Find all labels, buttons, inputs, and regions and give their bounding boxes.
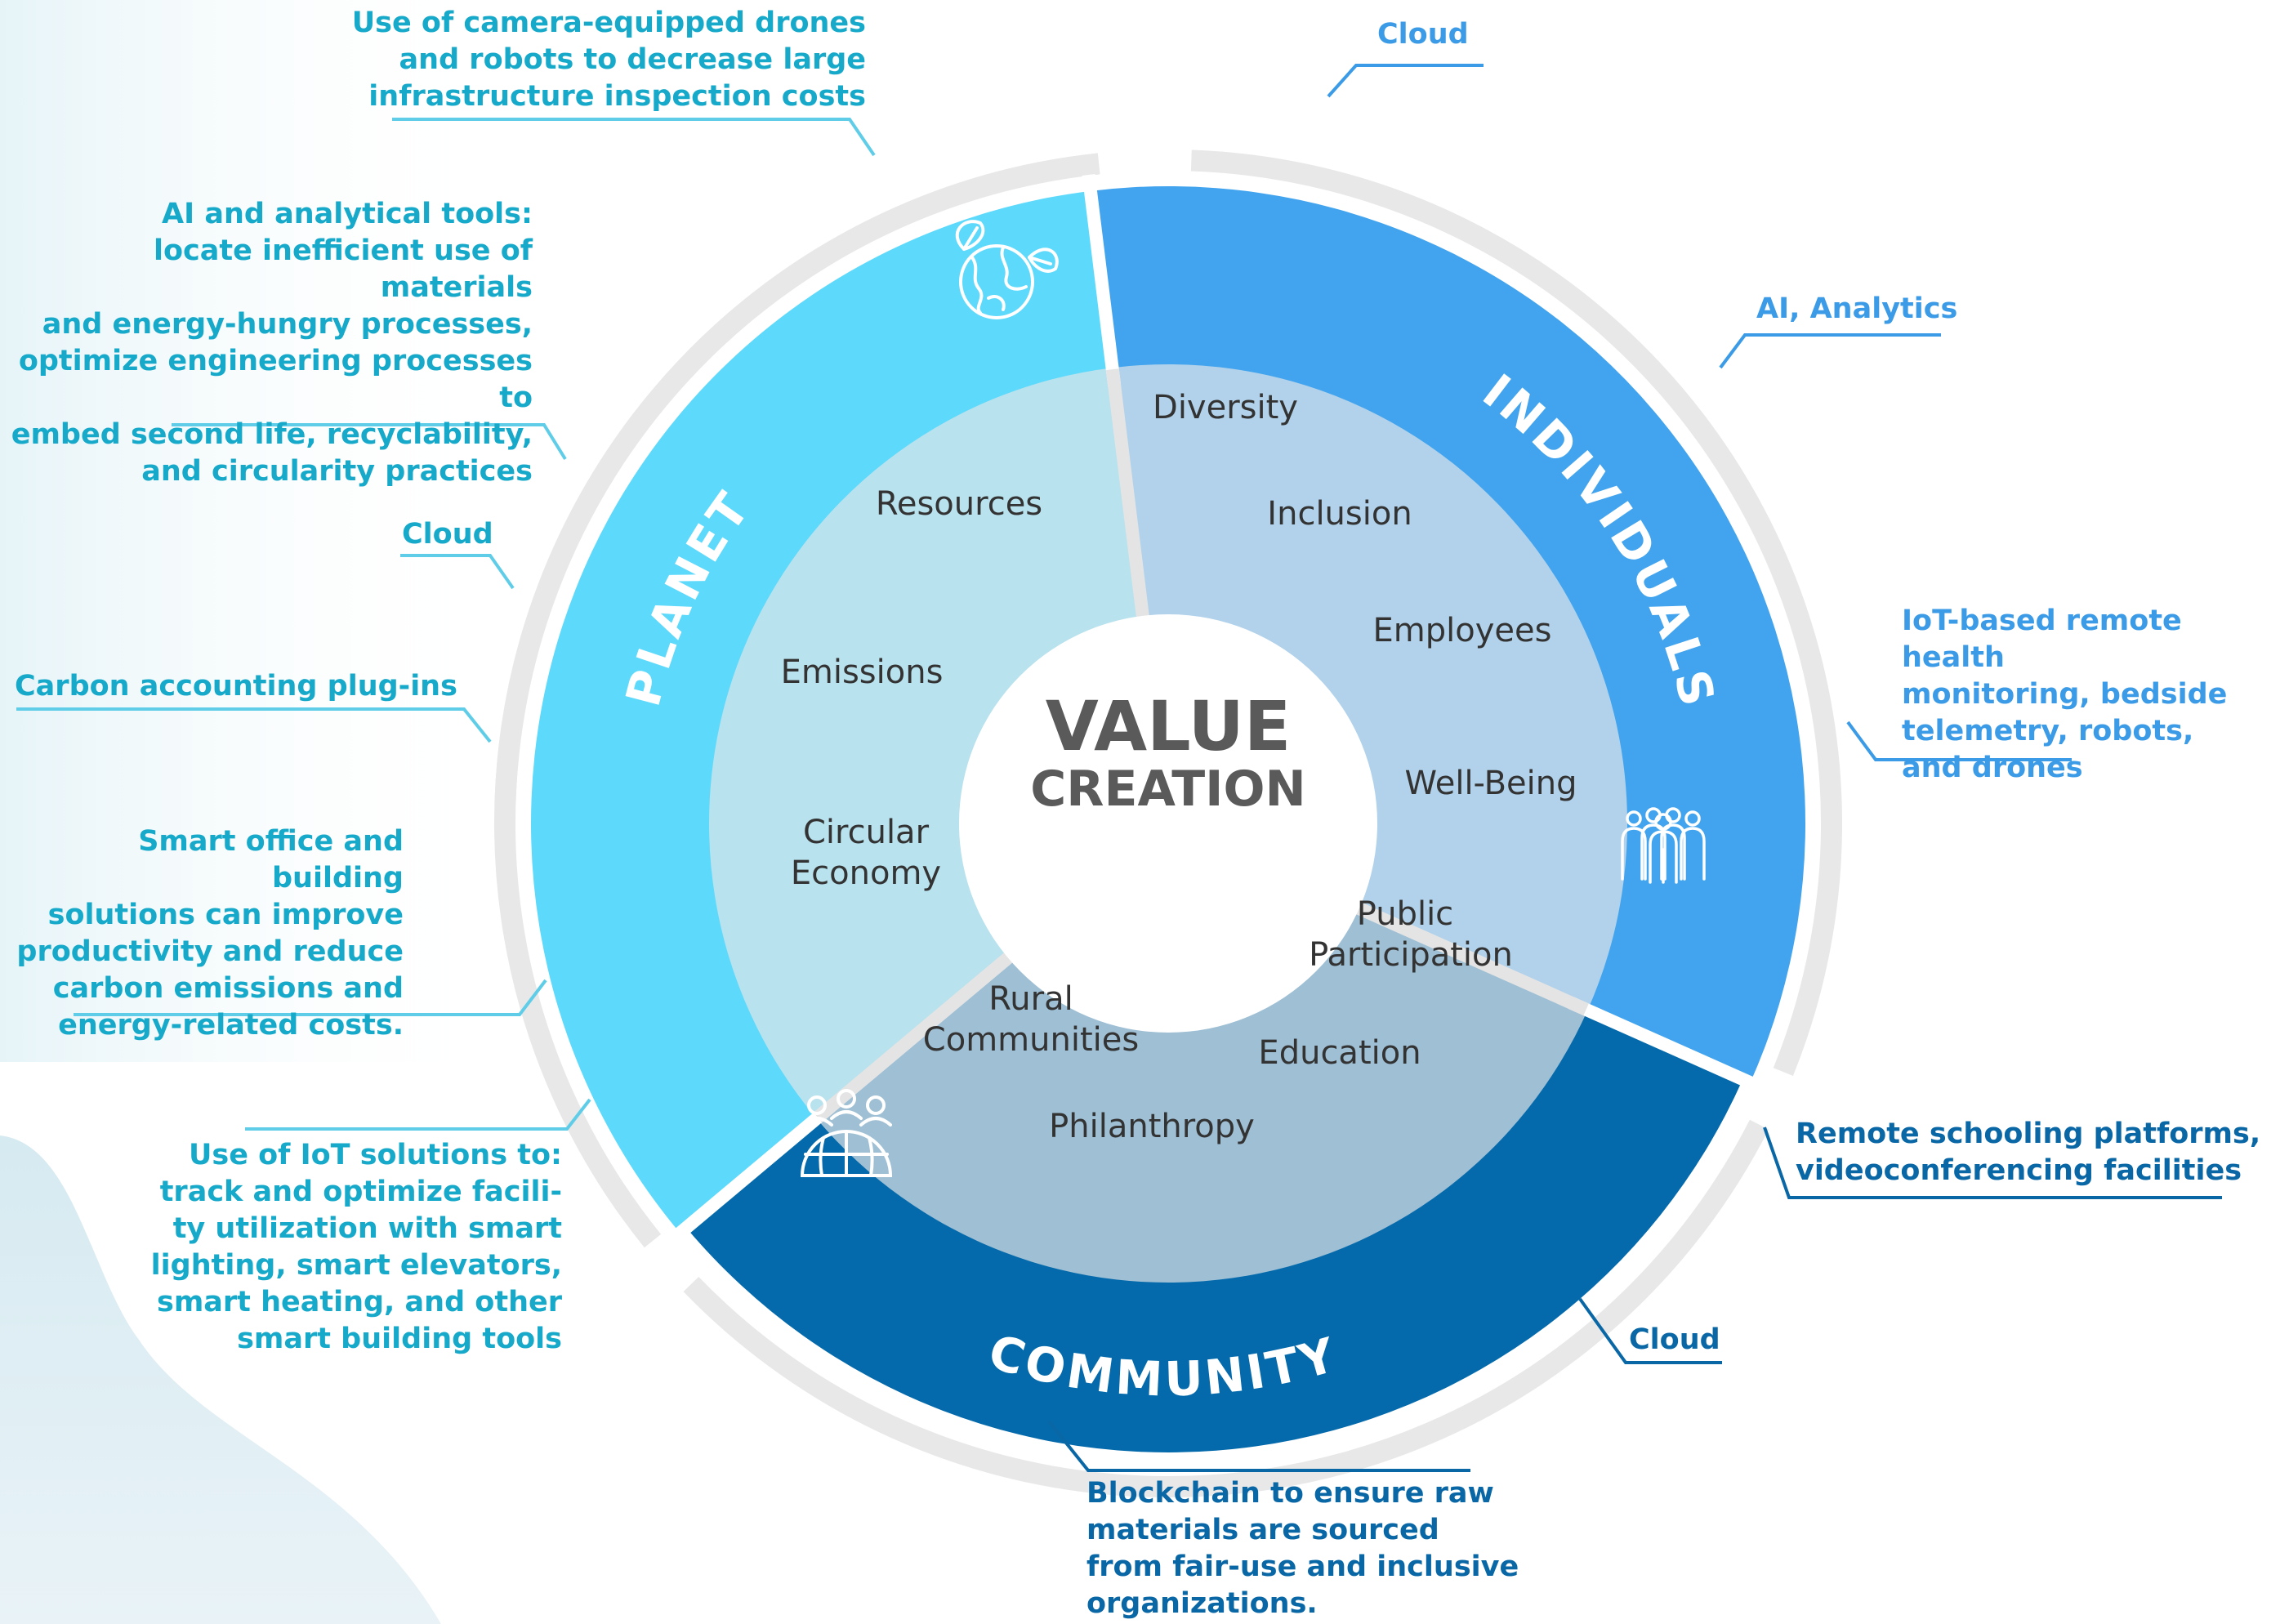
item-employees: Employees (1373, 612, 1552, 649)
people-group-icon (1621, 807, 1706, 884)
item-circular-1: Circular (803, 814, 930, 851)
item-wellbeing: Well-Being (1405, 765, 1577, 802)
item-public-1: Public (1357, 895, 1453, 933)
callout-cloud-bottom: Cloud (1629, 1323, 1720, 1356)
item-emissions: Emissions (781, 654, 944, 691)
outer-ring (494, 149, 1842, 1497)
planet-segment (531, 190, 1115, 1234)
callout-ai-analytics: AI, Analytics (1756, 292, 1958, 325)
segment-separators (663, 173, 1769, 1249)
callout-iot-solutions: Use of IoT solutions to:track and optimi… (150, 1139, 562, 1355)
item-education: Education (1258, 1034, 1421, 1072)
item-inclusion: Inclusion (1267, 495, 1412, 533)
center-circle (959, 614, 1377, 1033)
item-philanthropy: Philanthropy (1049, 1108, 1255, 1145)
community-inner-sector (816, 906, 1588, 1283)
community-globe-icon (800, 1089, 893, 1177)
callout-carbon: Carbon accounting plug-ins (15, 670, 457, 703)
center-subtitle: CREATION (1030, 761, 1305, 818)
item-circular-2: Economy (791, 854, 941, 892)
callout-ai-tools: AI and analytical tools:locate inefficie… (11, 198, 533, 488)
leader-lines (16, 64, 2222, 1472)
callout-cloud-top: Cloud (1377, 18, 1469, 51)
earth-leaves-icon (955, 220, 1059, 319)
community-segment (686, 1002, 1743, 1452)
item-resources: Resources (876, 485, 1042, 523)
callout-cloud-left: Cloud (402, 518, 493, 551)
center-title: VALUE (1046, 686, 1291, 766)
individuals-segment (1090, 185, 1806, 1083)
planet-inner-sector (709, 368, 1144, 1119)
item-rural-1: Rural (988, 980, 1073, 1018)
item-rural-2: Communities (923, 1021, 1139, 1059)
callout-schooling: Remote schooling platforms,videoconferen… (1796, 1118, 2261, 1187)
item-diversity: Diversity (1153, 389, 1298, 426)
individuals-inner-sector (1112, 364, 1627, 1011)
item-public-2: Participation (1309, 936, 1513, 974)
